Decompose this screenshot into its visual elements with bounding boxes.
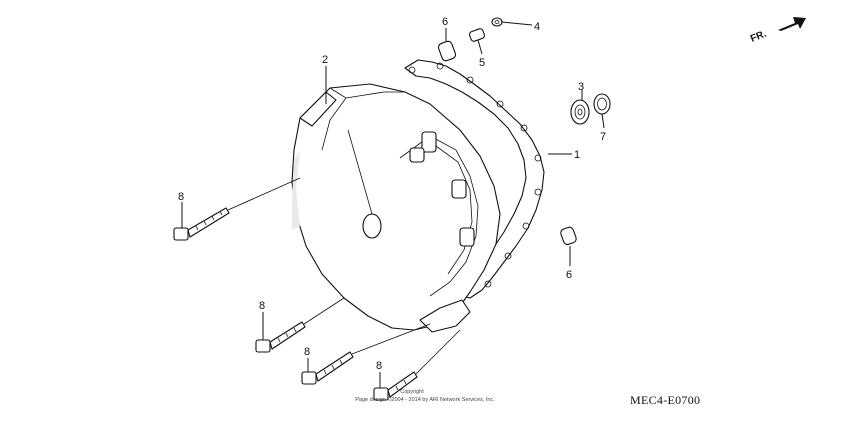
breather-tube-part <box>299 91 337 127</box>
bolt-b-part <box>255 321 306 353</box>
bearing-part <box>570 99 590 125</box>
dowel-pin-lower-part <box>560 226 577 245</box>
bolt-d-part <box>373 371 418 401</box>
callout-6-upper: 6 <box>442 16 448 28</box>
callout-1: 1 <box>574 149 580 161</box>
clutch-cover-part <box>291 59 545 333</box>
callout-8-c: 8 <box>304 346 310 358</box>
copyright-line-1: Copyright <box>400 389 424 395</box>
o-ring-part <box>491 17 503 27</box>
callout-3: 3 <box>578 81 584 93</box>
collar-part <box>469 28 485 42</box>
bolt-c-part <box>301 351 354 385</box>
front-direction-arrow-icon: FR. <box>749 17 806 45</box>
callout-8-b: 8 <box>259 300 265 312</box>
callout-5: 5 <box>479 57 485 69</box>
callout-4: 4 <box>534 21 540 33</box>
callout-2: 2 <box>322 54 328 66</box>
callout-7: 7 <box>600 131 606 143</box>
dowel-pin-upper-part <box>437 40 457 62</box>
callout-8-d: 8 <box>376 360 382 372</box>
callout-6-lower: 6 <box>566 269 572 281</box>
bolt-a-part <box>173 207 230 241</box>
leader-lines <box>181 21 605 388</box>
front-direction-label: FR. <box>749 28 768 44</box>
copyright-line-2: Page design ©2004 - 2014 by ARI Network … <box>355 396 495 403</box>
diagram-code: MEC4-E0700 <box>630 393 700 407</box>
callout-8-a: 8 <box>178 191 184 203</box>
oil-seal-part <box>593 93 611 115</box>
